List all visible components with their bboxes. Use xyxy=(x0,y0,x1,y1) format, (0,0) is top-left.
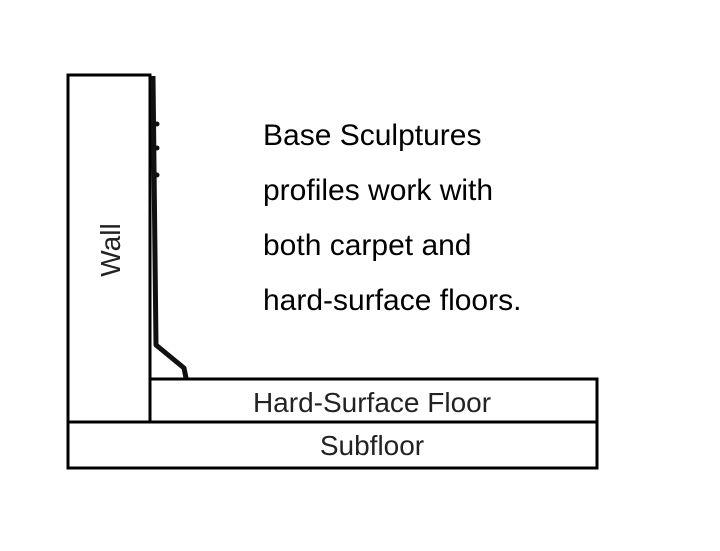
wall-label: Wall xyxy=(95,223,126,276)
caption-line: hard-surface floors. xyxy=(263,284,522,317)
caption-line: profiles work with xyxy=(263,174,494,207)
wall xyxy=(66,73,152,424)
floor-label: Hard-Surface Floor xyxy=(253,387,491,418)
caption-line: Base Sculptures xyxy=(263,119,482,152)
profile-bump xyxy=(154,145,160,151)
caption-line: both carpet and xyxy=(263,229,472,262)
profile-bump xyxy=(154,172,160,178)
caption: Base Sculptures profiles work with both … xyxy=(263,108,521,328)
profile-bump xyxy=(154,121,160,127)
subfloor-label: Subfloor xyxy=(320,430,424,461)
base-profile xyxy=(150,75,189,379)
subfloor xyxy=(66,420,599,470)
